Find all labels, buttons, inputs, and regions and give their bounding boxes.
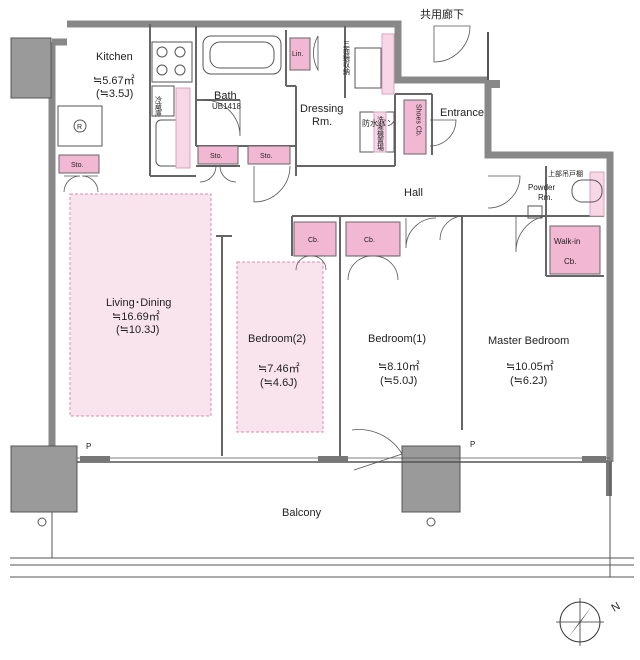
drain-middle <box>426 517 436 527</box>
powder-label-2: Rm. <box>538 193 553 202</box>
pipe-shaft <box>57 105 103 147</box>
powder-label: Powder <box>528 183 555 192</box>
bath-unit: UB1418 <box>212 102 241 111</box>
living-area: ≒16.69㎡ <box>112 310 160 323</box>
column-top-left <box>10 37 52 99</box>
entrance-wall-block <box>486 80 500 88</box>
bathtub-inner <box>209 41 275 69</box>
corridor-wall <box>394 24 405 84</box>
walkin-label: Walk-in <box>554 237 580 246</box>
living-tatami: (≒10.3J) <box>116 324 159 336</box>
kitchen-counter <box>151 85 175 117</box>
bedroom-1-tatami: (≒5.0J) <box>380 375 417 387</box>
burner-icon <box>174 64 186 76</box>
bedroom-1-label: Bedroom(1) <box>368 333 426 345</box>
waterproof-pan-label: 防水パン <box>362 118 394 128</box>
linen-label: Lin. <box>292 51 303 58</box>
shoes-cabinet <box>403 99 427 155</box>
master-bedroom-area: ≒10.05㎡ <box>506 360 554 373</box>
storage-2 <box>247 145 291 165</box>
fridge-space <box>175 87 191 169</box>
range-hood-icon <box>73 119 87 133</box>
walkin-label-2: Cb. <box>564 257 576 266</box>
burner-icon <box>156 46 168 58</box>
powder-sink <box>527 205 543 219</box>
compass-icon: N <box>556 598 622 646</box>
bedroom-1-area: ≒8.10㎡ <box>378 360 420 373</box>
closet-1 <box>293 221 337 257</box>
bedroom-2-area <box>236 261 324 433</box>
storage-1-label: Sto. <box>210 153 223 160</box>
kitchen-label: Kitchen <box>96 51 133 63</box>
walkin-closet <box>549 225 601 275</box>
kitchen-area: ≒5.67㎡ <box>93 74 135 87</box>
bathtub <box>202 35 282 75</box>
living-label: Living･Dining <box>106 297 171 309</box>
dressing-label-2: Rm. <box>312 116 332 128</box>
mirror-storage-strip <box>381 33 395 95</box>
upper-cabinet-label: 上部吊戸棚 <box>548 169 583 178</box>
dressing-label: Dressing <box>300 103 343 115</box>
linen-cabinet <box>289 37 311 71</box>
storage-left <box>58 154 100 174</box>
living-dining-area <box>69 193 212 417</box>
powder-room-cabinet <box>589 171 605 217</box>
closet-1-label: Cb. <box>308 237 319 244</box>
washer-space <box>373 111 387 153</box>
pipe-space-left: P <box>86 442 91 451</box>
column-bottom-middle <box>401 445 461 513</box>
bedroom-2-tatami: (≒4.6J) <box>260 377 297 389</box>
entrance-label: Entrance <box>440 107 484 119</box>
storage-2-label: Sto. <box>260 153 273 160</box>
corridor-label: 共用廊下 <box>420 7 464 21</box>
burner-icon <box>174 46 186 58</box>
kitchen-tatami: (≒3.5J) <box>96 88 133 100</box>
burner-icon <box>156 64 168 76</box>
bath-label: Bath <box>214 90 237 102</box>
drain-left <box>37 517 47 527</box>
toilet <box>571 179 603 203</box>
pipe-space-right: P <box>470 440 475 449</box>
master-bedroom-label: Master Bedroom <box>488 335 569 347</box>
washer-label: 洗濯機置場 <box>377 115 385 152</box>
window-frames <box>80 456 612 496</box>
range-hood-label: R <box>77 124 82 131</box>
outer-wall <box>48 20 614 462</box>
balcony-label: Balcony <box>282 507 322 519</box>
storage-1 <box>197 145 239 165</box>
fridge-label: 冷蔵庫 <box>155 95 163 118</box>
master-bedroom-tatami: (≒6.2J) <box>510 375 547 387</box>
wash-basin <box>354 47 382 89</box>
stove <box>151 41 193 83</box>
bedroom-2-area: ≒7.46㎡ <box>258 362 300 375</box>
column-bottom-left <box>10 445 78 513</box>
hall-label: Hall <box>404 187 423 199</box>
bedroom-2-label: Bedroom(2) <box>248 333 306 345</box>
shoes-label: Shoes Cb. <box>415 104 422 137</box>
closet-2 <box>345 221 401 257</box>
storage-left-label: Sto. <box>71 162 84 169</box>
doors <box>63 25 547 471</box>
closet-2-label: Cb. <box>364 237 375 244</box>
mirror-storage-label: 三面鏡収納 <box>343 40 351 76</box>
north-label: N <box>610 600 623 614</box>
